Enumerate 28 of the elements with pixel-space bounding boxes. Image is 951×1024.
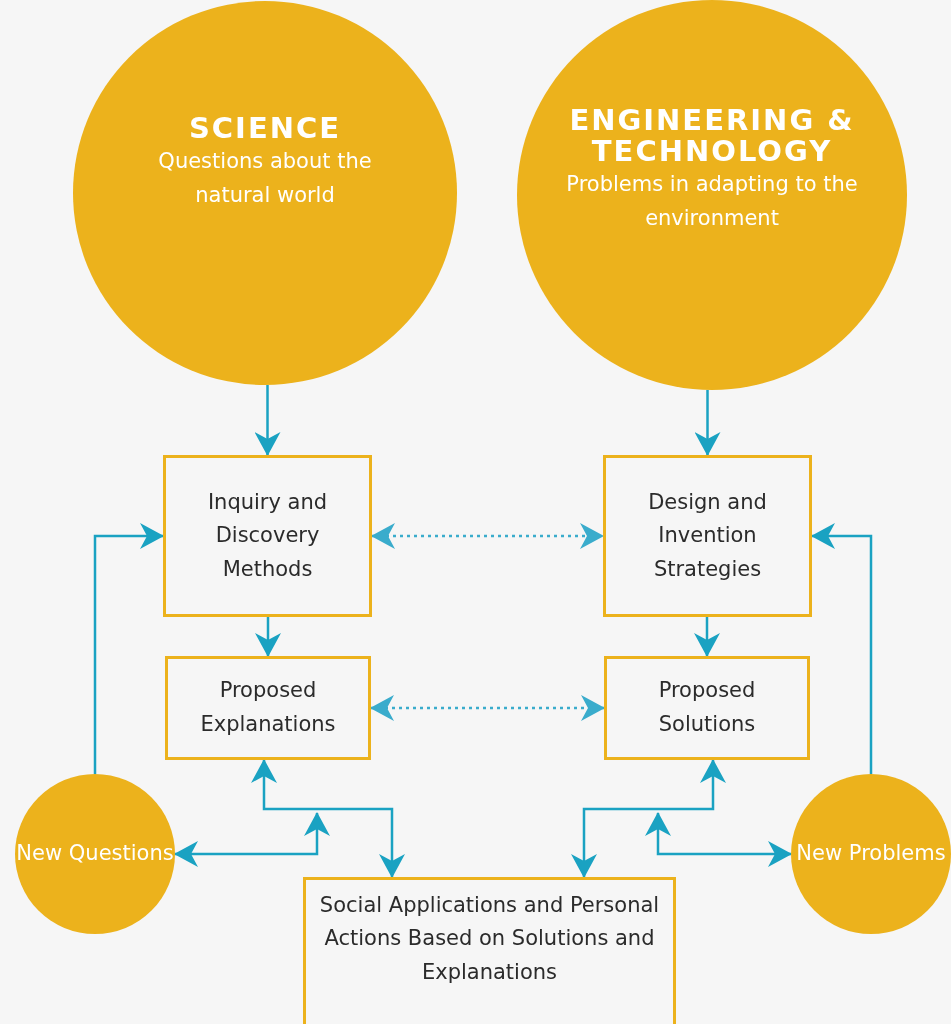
- arrow: [174, 812, 330, 867]
- circle-text: New Questions: [16, 840, 174, 868]
- process-box: [303, 877, 676, 1024]
- arrow: [255, 617, 281, 657]
- process-box: [603, 455, 812, 617]
- arrow: [811, 523, 873, 774]
- circle-text: Questions about the natural world: [157, 148, 373, 209]
- arrow: [694, 390, 721, 456]
- process-box: [165, 656, 371, 760]
- arrow: [645, 812, 792, 867]
- circle-text: Problems in adapting to the environment: [565, 171, 859, 232]
- circle-text: New Problems: [796, 840, 946, 868]
- circle-heading: ENGINEERING & TECHNOLOGY: [568, 104, 856, 169]
- dotted-arrow: [371, 523, 604, 549]
- box-label: Inquiry and Discovery Methods: [206, 488, 329, 583]
- box-label: Proposed Solutions: [657, 677, 757, 738]
- arrow: [251, 759, 405, 878]
- dotted-arrow: [370, 695, 605, 721]
- arrow: [571, 759, 726, 878]
- box-label: Social Applications and Personal Actions Based on Solutions and Explanations: [318, 891, 661, 986]
- arrow: [694, 617, 720, 657]
- process-box: [163, 455, 372, 617]
- arrow: [93, 523, 164, 774]
- circle-heading: SCIENCE: [188, 113, 342, 146]
- arrow: [254, 385, 281, 456]
- box-label: Design and Invention Strategies: [647, 488, 768, 583]
- box-label: Proposed Explanations: [199, 677, 337, 738]
- process-box: [604, 656, 810, 760]
